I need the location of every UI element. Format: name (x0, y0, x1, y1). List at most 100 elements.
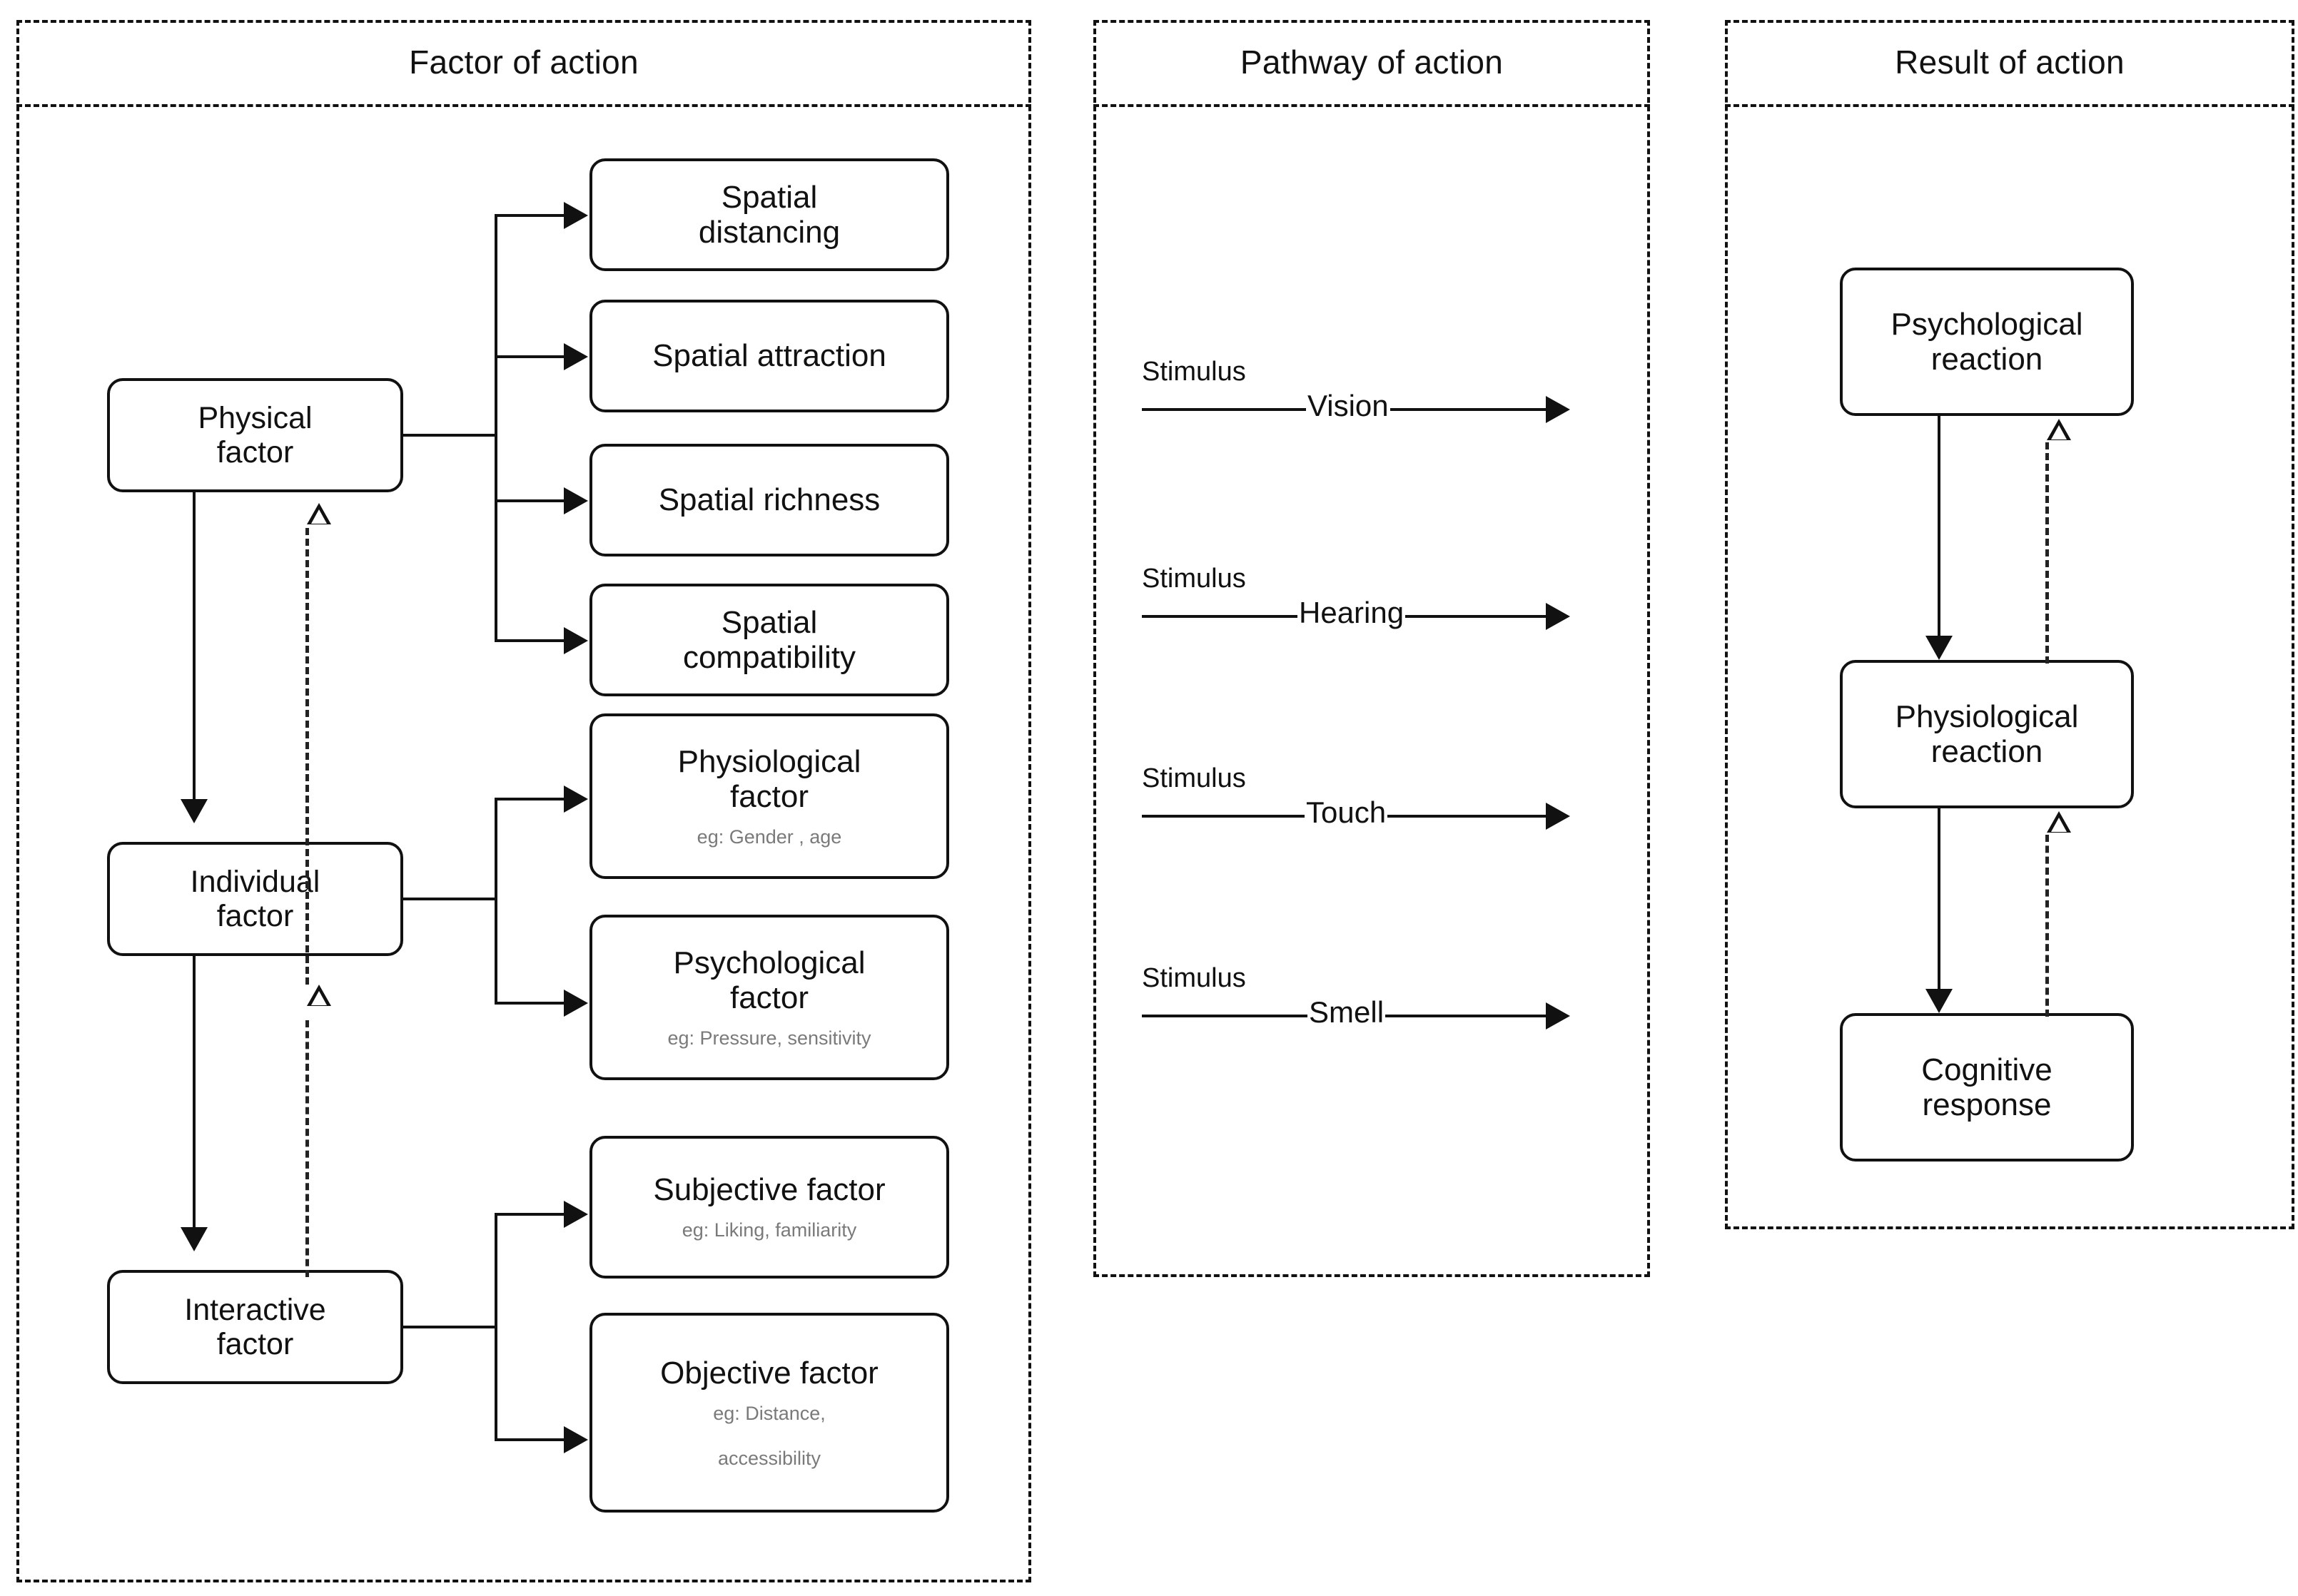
node-subjective-factor[interactable]: Subjective factor eg: Liking, familiarit… (589, 1136, 949, 1279)
pathway-vision-stimulus-label: Stimulus (1142, 357, 1246, 387)
node-cognitive-response-line1: Cognitive (1921, 1052, 2052, 1087)
edge-psychological-to-physiological-arrowhead (1925, 636, 1953, 660)
section-title-result: Result of action (1895, 44, 2125, 81)
edge-individual-to-physical-dashed (305, 528, 309, 985)
node-psychological-reaction-line2: reaction (1930, 342, 2043, 377)
pathway-row-touch: Stimulus Touch (1142, 763, 1591, 849)
node-spatial-richness[interactable]: Spatial richness (589, 444, 949, 556)
pathway-touch-arrowhead (1546, 803, 1570, 830)
node-objective-factor-line1: Objective factor (660, 1355, 879, 1391)
section-factor-of-action-header: Factor of action (16, 20, 1031, 107)
edge-physical-fan-stem (403, 434, 497, 437)
pathway-hearing-arrowhead (1546, 603, 1570, 630)
edge-individual-to-physiological-factor (495, 798, 566, 800)
node-physiological-factor-line2: factor (729, 778, 809, 814)
pathway-smell-stimulus-label: Stimulus (1142, 963, 1246, 993)
node-physiological-reaction-line1: Physiological (1895, 698, 2079, 734)
edge-cognitive-to-physiological-hollow-arrowhead (2047, 811, 2071, 833)
pathway-row-smell: Stimulus Smell (1142, 963, 1591, 1049)
arrow-spatial-compatibility (564, 627, 588, 654)
node-psychological-reaction[interactable]: Psychological reaction (1840, 268, 2134, 416)
node-interactive-factor-line2: factor (216, 1327, 294, 1361)
arrow-subjective-factor (564, 1201, 588, 1228)
node-physiological-factor[interactable]: Physiological factor eg: Gender , age (589, 713, 949, 879)
pathway-row-vision: Stimulus Vision (1142, 357, 1591, 442)
section-factor-of-action (16, 20, 1031, 1582)
edge-physical-to-individual-arrowhead (181, 799, 208, 823)
arrow-physiological-factor (564, 786, 588, 813)
node-spatial-compatibility[interactable]: Spatial compatibility (589, 584, 949, 696)
edge-cognitive-to-physiological-dashed (2045, 835, 2049, 1017)
edge-interactive-fan-trunk (495, 1213, 497, 1441)
pathway-hearing-stimulus-label: Stimulus (1142, 564, 1246, 594)
node-physical-factor-line2: factor (216, 435, 294, 469)
node-individual-factor-line1: Individual (190, 864, 320, 899)
edge-individual-to-physical-hollow-arrowhead (307, 503, 331, 524)
node-interactive-factor-line1: Interactive (184, 1292, 326, 1327)
node-spatial-compatibility-line2: compatibility (682, 640, 856, 675)
node-spatial-distancing-line2: distancing (698, 215, 841, 250)
section-pathway-of-action (1093, 20, 1650, 1277)
node-individual-factor[interactable]: Individual factor (107, 842, 403, 956)
node-subjective-factor-line1: Subjective factor (653, 1172, 886, 1208)
node-psychological-reaction-line1: Psychological (1890, 306, 2083, 342)
edge-physical-to-spatial-distancing (495, 214, 566, 217)
node-psychological-factor-line2: factor (729, 980, 809, 1015)
node-physical-factor-line1: Physical (198, 400, 313, 435)
pathway-smell-arrowhead (1546, 1002, 1570, 1030)
pathway-touch-sense-label: Touch (1305, 796, 1388, 830)
node-physiological-reaction-line2: reaction (1930, 734, 2043, 769)
arrow-spatial-attraction (564, 343, 588, 370)
node-psychological-factor[interactable]: Psychological factor eg: Pressure, sensi… (589, 915, 949, 1080)
edge-interactive-to-individual-hollow-arrowhead (307, 985, 331, 1006)
pathway-vision-arrowhead (1546, 396, 1570, 423)
node-spatial-distancing[interactable]: Spatial distancing (589, 158, 949, 271)
edge-individual-to-psychological-factor (495, 1002, 566, 1005)
section-title-pathway: Pathway of action (1240, 44, 1504, 81)
node-individual-factor-line2: factor (216, 899, 294, 933)
node-spatial-attraction-line1: Spatial attraction (652, 338, 886, 374)
node-physiological-factor-line1: Physiological (677, 743, 861, 779)
pathway-smell-sense-label: Smell (1307, 995, 1386, 1030)
edge-individual-to-interactive-arrowhead (181, 1227, 208, 1251)
pathway-vision-sense-label: Vision (1306, 389, 1390, 423)
node-subjective-factor-example: eg: Liking, familiarity (682, 1219, 857, 1241)
edge-interactive-fan-stem (403, 1326, 497, 1328)
edge-physiological-to-psychological-dashed (2045, 442, 2049, 664)
edge-physiological-to-cognitive-arrowhead (1925, 989, 1953, 1013)
edge-physical-to-spatial-compatibility (495, 639, 566, 642)
edge-interactive-to-subjective-factor (495, 1213, 566, 1216)
edge-physical-to-spatial-richness (495, 499, 566, 502)
node-objective-factor-example-line2: accessibility (717, 1447, 821, 1469)
node-interactive-factor[interactable]: Interactive factor (107, 1270, 403, 1384)
node-psychological-factor-example: eg: Pressure, sensitivity (667, 1027, 871, 1049)
arrow-spatial-distancing (564, 202, 588, 229)
edge-individual-fan-stem (403, 898, 497, 900)
node-cognitive-response[interactable]: Cognitive response (1840, 1013, 2134, 1162)
node-spatial-distancing-line1: Spatial (721, 179, 818, 215)
pathway-hearing-sense-label: Hearing (1297, 596, 1406, 630)
node-physiological-factor-example: eg: Gender , age (697, 826, 842, 848)
node-objective-factor-example-line1: eg: Distance, (713, 1403, 826, 1425)
section-result-of-action-header: Result of action (1725, 20, 2294, 107)
node-physiological-reaction[interactable]: Physiological reaction (1840, 660, 2134, 808)
node-spatial-attraction[interactable]: Spatial attraction (589, 300, 949, 412)
edge-physical-fan-trunk (495, 214, 497, 642)
node-objective-factor[interactable]: Objective factor eg: Distance, accessibi… (589, 1313, 949, 1513)
edge-physical-to-individual-line (193, 492, 196, 799)
section-result-of-action (1725, 20, 2294, 1229)
pathway-touch-stimulus-label: Stimulus (1142, 763, 1246, 793)
node-spatial-compatibility-line1: Spatial (721, 604, 818, 640)
edge-physiological-to-psychological-hollow-arrowhead (2047, 419, 2071, 440)
edge-physiological-to-cognitive-line (1938, 808, 1940, 990)
section-pathway-of-action-header: Pathway of action (1093, 20, 1650, 107)
edge-individual-fan-trunk (495, 798, 497, 1005)
node-psychological-factor-line1: Psychological (673, 945, 866, 980)
arrow-psychological-factor (564, 990, 588, 1017)
arrow-spatial-richness (564, 487, 588, 514)
node-cognitive-response-line2: response (1922, 1087, 2052, 1122)
edge-psychological-to-physiological-line (1938, 416, 1940, 637)
edge-individual-to-interactive-line (193, 956, 196, 1227)
node-physical-factor[interactable]: Physical factor (107, 378, 403, 492)
